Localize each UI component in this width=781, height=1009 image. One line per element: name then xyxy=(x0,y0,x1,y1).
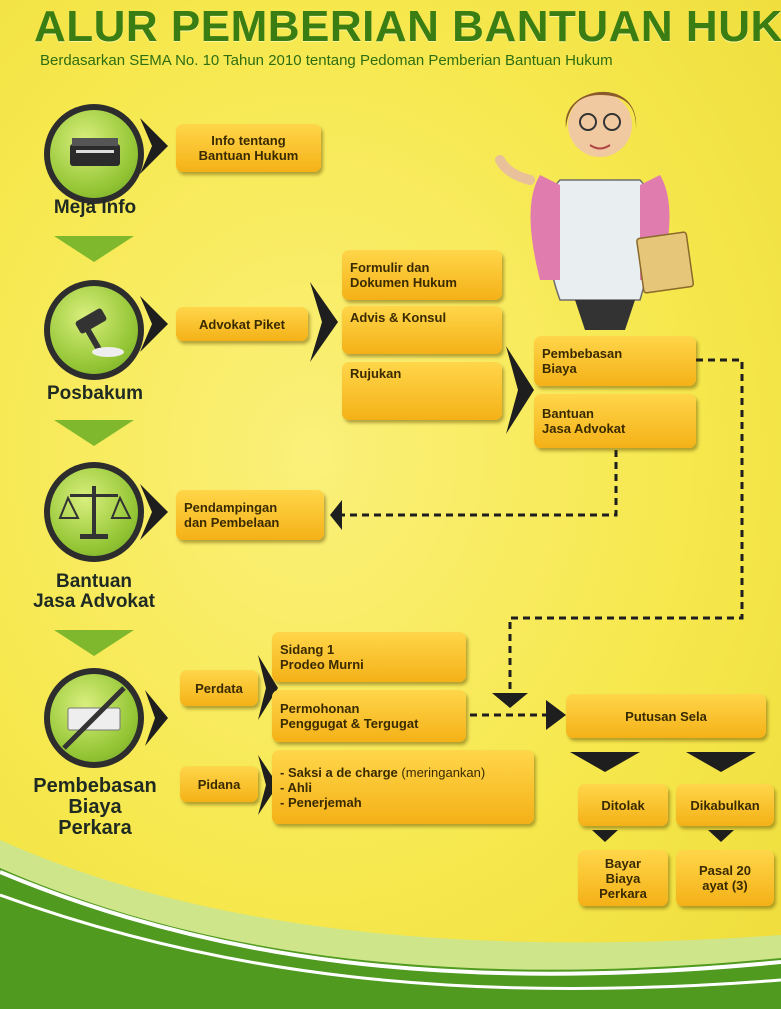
box-ditolak: Ditolak xyxy=(578,784,668,826)
arrow-down-dash xyxy=(492,693,528,708)
box-pembebasan-biaya-label: Pembebasan Biaya xyxy=(542,346,623,376)
ahli-label: - Ahli xyxy=(280,779,313,795)
page-subtitle: Berdasarkan SEMA No. 10 Tahun 2010 tenta… xyxy=(40,52,613,69)
gavel-icon xyxy=(50,286,138,374)
scales-icon xyxy=(50,468,138,556)
book-icon xyxy=(50,110,138,198)
box-putusan-label: Putusan Sela xyxy=(625,708,707,724)
branch-arrow-piket xyxy=(310,282,338,362)
no-money-icon xyxy=(50,674,138,762)
box-pidana: Pidana xyxy=(180,766,258,802)
arrow-down-ditolak xyxy=(570,752,640,772)
down-arrow-1 xyxy=(54,236,134,262)
stage-pembebasan-biaya-perkara: Pembebasan Biaya Perkara xyxy=(33,775,157,839)
saksi-line: - Saksi a de charge (meringankan) xyxy=(280,765,485,780)
box-dikabulkan: Dikabulkan xyxy=(676,784,774,826)
box-advis-konsul: Advis & Konsul xyxy=(342,306,502,354)
chevron-meja xyxy=(140,118,168,174)
arrow-down-bayar xyxy=(592,830,618,842)
bottom-swoosh-white xyxy=(0,870,781,976)
dash-bantuan-down xyxy=(340,450,618,517)
box-pasal-20: Pasal 20 ayat (3) xyxy=(676,850,774,906)
box-pidana-label: Pidana xyxy=(197,776,241,792)
box-formulir: Formulir dan Dokumen Hukum xyxy=(342,250,502,300)
box-info-bantuan-hukum: Info tentang Bantuan Hukum xyxy=(176,124,321,172)
box-permohonan-label: Permohonan Penggugat & Tergugat xyxy=(280,701,419,731)
box-bantuan-jasa-advokat: Bantuan Jasa Advokat xyxy=(534,394,696,448)
box-sidang-label: Sidang 1 Prodeo Murni xyxy=(280,642,364,672)
saksi-label: - Saksi a de charge xyxy=(280,764,398,780)
saksi-note: (meringankan) xyxy=(401,764,486,780)
box-perdata: Perdata xyxy=(180,670,258,706)
branch-arrow-rujukan xyxy=(506,346,534,434)
box-bayar-label: Bayar Biaya Perkara xyxy=(599,855,647,901)
dash-pembebasan-right xyxy=(508,358,744,690)
branch-arrow-pidana xyxy=(258,755,278,815)
box-info-label: Info tentang Bantuan Hukum xyxy=(198,133,299,163)
box-pendampingan: Pendampingan dan Pembelaan xyxy=(176,490,324,540)
box-pendampingan-label: Pendampingan dan Pembelaan xyxy=(184,500,280,530)
box-advokat-piket-label: Advokat Piket xyxy=(199,316,285,332)
box-advokat-piket: Advokat Piket xyxy=(176,307,308,341)
box-formulir-label: Formulir dan Dokumen Hukum xyxy=(350,260,457,290)
box-dikabulkan-label: Dikabulkan xyxy=(690,797,760,813)
chevron-pembebasan xyxy=(145,690,168,746)
box-ditolak-label: Ditolak xyxy=(601,797,645,813)
chevron-bantuan xyxy=(140,484,168,540)
box-bayar-biaya: Bayar Biaya Perkara xyxy=(578,850,668,906)
chevron-posbakum xyxy=(140,296,168,352)
box-bantuan-jasa-label: Bantuan Jasa Advokat xyxy=(542,406,626,436)
box-pasal-label: Pasal 20 ayat (3) xyxy=(698,863,752,893)
arrow-down-dikabulkan xyxy=(686,752,756,772)
box-saksi-ahli: - Saksi a de charge (meringankan) - Ahli… xyxy=(272,750,534,824)
box-sidang-prodeo: Sidang 1 Prodeo Murni xyxy=(272,632,466,682)
stage-posbakum: Posbakum xyxy=(46,383,144,404)
bottom-swoosh-white-2 xyxy=(0,893,781,991)
page-title: ALUR PEMBERIAN BANTUAN HUKUM xyxy=(34,2,781,51)
box-perdata-label: Perdata xyxy=(195,680,243,696)
box-pembebasan-biaya: Pembebasan Biaya xyxy=(534,336,696,386)
arrow-into-pendampingan xyxy=(330,500,342,530)
down-arrow-2 xyxy=(54,420,134,446)
penerjemah-label: - Penerjemah xyxy=(280,794,362,810)
box-permohonan: Permohonan Penggugat & Tergugat xyxy=(272,690,466,742)
box-advis-label: Advis & Konsul xyxy=(350,310,447,325)
box-rujukan-label: Rujukan xyxy=(350,366,402,381)
branch-arrow-perdata xyxy=(258,655,278,720)
down-arrow-3 xyxy=(54,630,134,656)
stage-bantuan-jasa-advokat: Bantuan Jasa Advokat xyxy=(33,571,155,612)
teacher-illustration xyxy=(495,91,695,330)
arrow-into-putusan xyxy=(546,700,566,730)
arrow-down-pasal xyxy=(708,830,734,842)
box-rujukan: Rujukan xyxy=(342,362,502,420)
stage-meja-info: Meja Info xyxy=(53,197,137,218)
box-putusan-sela: Putusan Sela xyxy=(566,694,766,738)
